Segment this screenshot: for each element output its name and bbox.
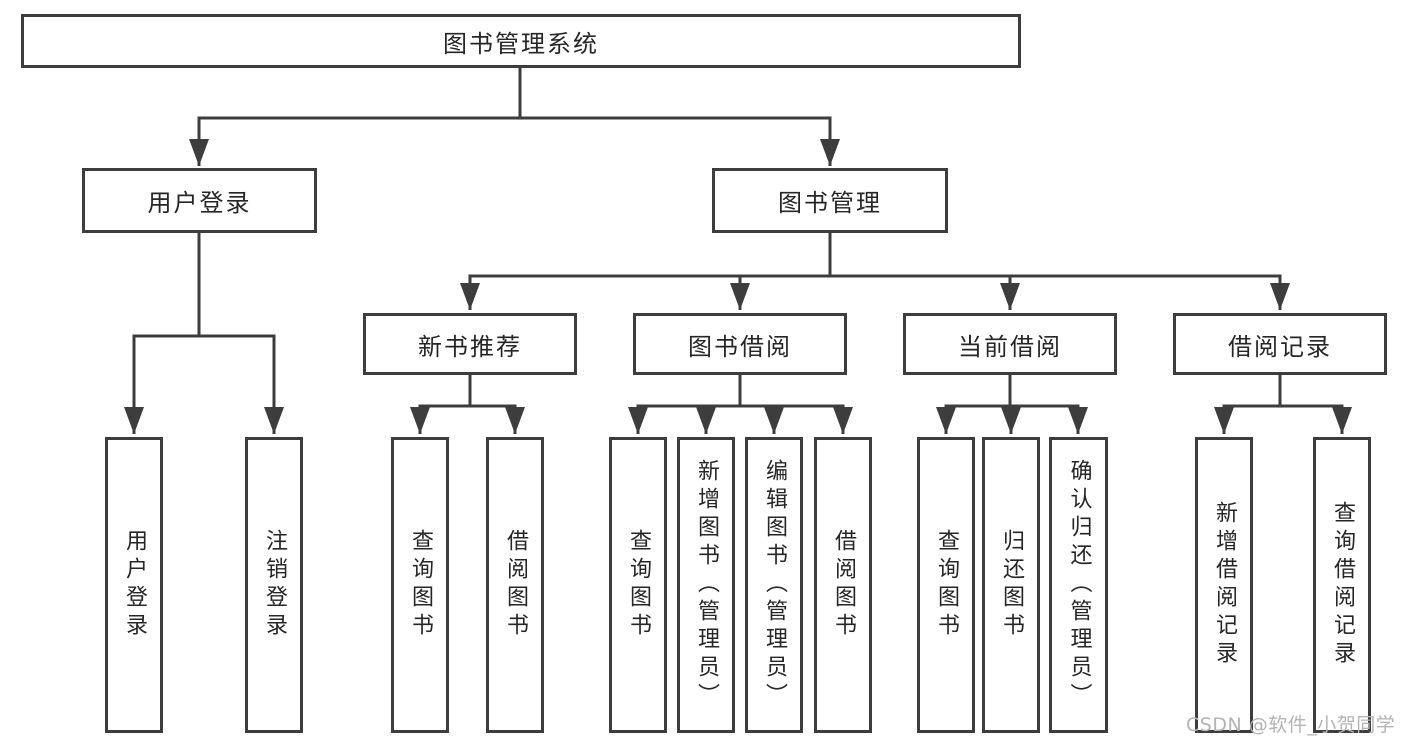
leaf-borrow-books-recommend: 借阅图书 [486,437,544,733]
node-borrowing-records: 借阅记录 [1173,313,1387,375]
leaf-logout-login-label: 注销登录 [262,529,287,641]
leaf-query-borrow-record: 查询借阅记录 [1313,437,1371,733]
node-book-borrowing: 图书借阅 [633,313,847,375]
leaf-add-books-admin-label: 新增图书（管理员） [694,459,719,711]
leaf-borrow-books-borrowing-label: 借阅图书 [831,529,856,641]
node-new-book-recommendation-label: 新书推荐 [418,332,522,361]
node-borrowing-records-label: 借阅记录 [1228,332,1332,361]
leaf-add-books-admin: 新增图书（管理员） [677,437,735,733]
leaf-edit-books-admin: 编辑图书（管理员） [745,437,803,733]
leaf-query-borrow-record-label: 查询借阅记录 [1330,501,1355,669]
node-new-book-recommendation: 新书推荐 [363,313,577,375]
node-book-management: 图书管理 [712,168,948,233]
leaf-query-books-current: 查询图书 [917,437,975,733]
leaf-confirm-return-admin-label: 确认归还（管理员） [1066,459,1092,711]
node-current-borrowing: 当前借阅 [903,313,1117,375]
node-book-management-label: 图书管理 [778,189,882,217]
node-user-login: 用户登录 [82,168,317,233]
csdn-watermark: CSDN @软件_小贺同学 [1186,714,1396,736]
leaf-add-borrow-record-label: 新增借阅记录 [1212,501,1237,669]
leaf-query-books-borrowing: 查询图书 [609,437,667,733]
leaf-borrow-books-recommend-label: 借阅图书 [503,529,528,641]
node-current-borrowing-label: 当前借阅 [958,332,1062,361]
leaf-query-books-borrowing-label: 查询图书 [626,529,651,641]
leaf-return-books: 归还图书 [982,437,1040,733]
leaf-confirm-return-admin: 确认归还（管理员） [1049,437,1108,733]
leaf-query-books-recommend-label: 查询图书 [408,529,433,641]
leaf-logout-login: 注销登录 [245,437,303,733]
node-book-borrowing-label: 图书借阅 [688,332,792,361]
leaf-user-login: 用户登录 [105,437,163,733]
node-user-login-label: 用户登录 [147,189,252,217]
leaf-query-books-recommend: 查询图书 [391,437,449,733]
leaf-edit-books-admin-label: 编辑图书（管理员） [762,459,787,711]
leaf-query-books-current-label: 查询图书 [934,529,959,641]
leaf-borrow-books-borrowing: 借阅图书 [814,437,872,733]
leaf-return-books-label: 归还图书 [999,529,1024,641]
leaf-add-borrow-record: 新增借阅记录 [1195,437,1253,733]
node-library-management-system-label: 图书管理系统 [443,29,599,58]
node-library-management-system: 图书管理系统 [21,14,1021,68]
leaf-user-login-label: 用户登录 [122,529,147,641]
